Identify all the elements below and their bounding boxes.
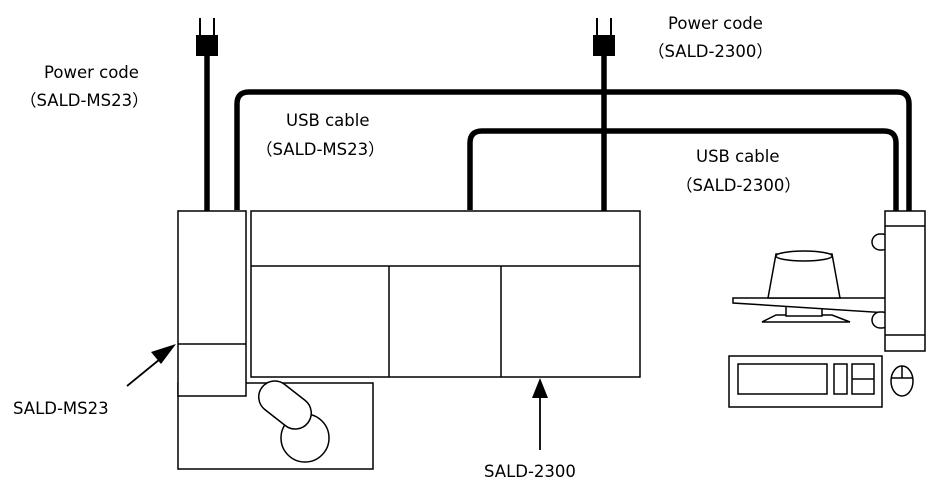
usb-cable-ms23-line [234,89,912,211]
sald-ms23-device-label: SALD-MS23 [13,399,109,418]
usb-cable-2300-line [467,128,899,211]
arrow-icon [126,344,176,387]
power-code-2300-model-label: （SALD-2300） [648,42,773,61]
sald-2300-device-label: SALD-2300 [484,462,576,481]
power-plug-icon [196,18,218,56]
sald-ms23-unit [177,210,374,470]
arrow-icon [532,378,548,450]
usb-cable-2300-model-label: （SALD-2300） [676,176,801,195]
usb-cable-ms23-model-label: （SALD-MS23） [256,140,385,159]
sald-2300-unit [250,210,641,378]
power-code-ms23-label: Power code [44,63,139,82]
usb-cable-2300-label: USB cable [696,147,780,166]
power-code-ms23-model-label: （SALD-MS23） [20,91,149,110]
power-code-2300-label: Power code [668,14,763,33]
computer-icon [728,210,926,408]
power-plug-icon [593,18,615,56]
usb-cable-ms23-label: USB cable [286,111,370,130]
